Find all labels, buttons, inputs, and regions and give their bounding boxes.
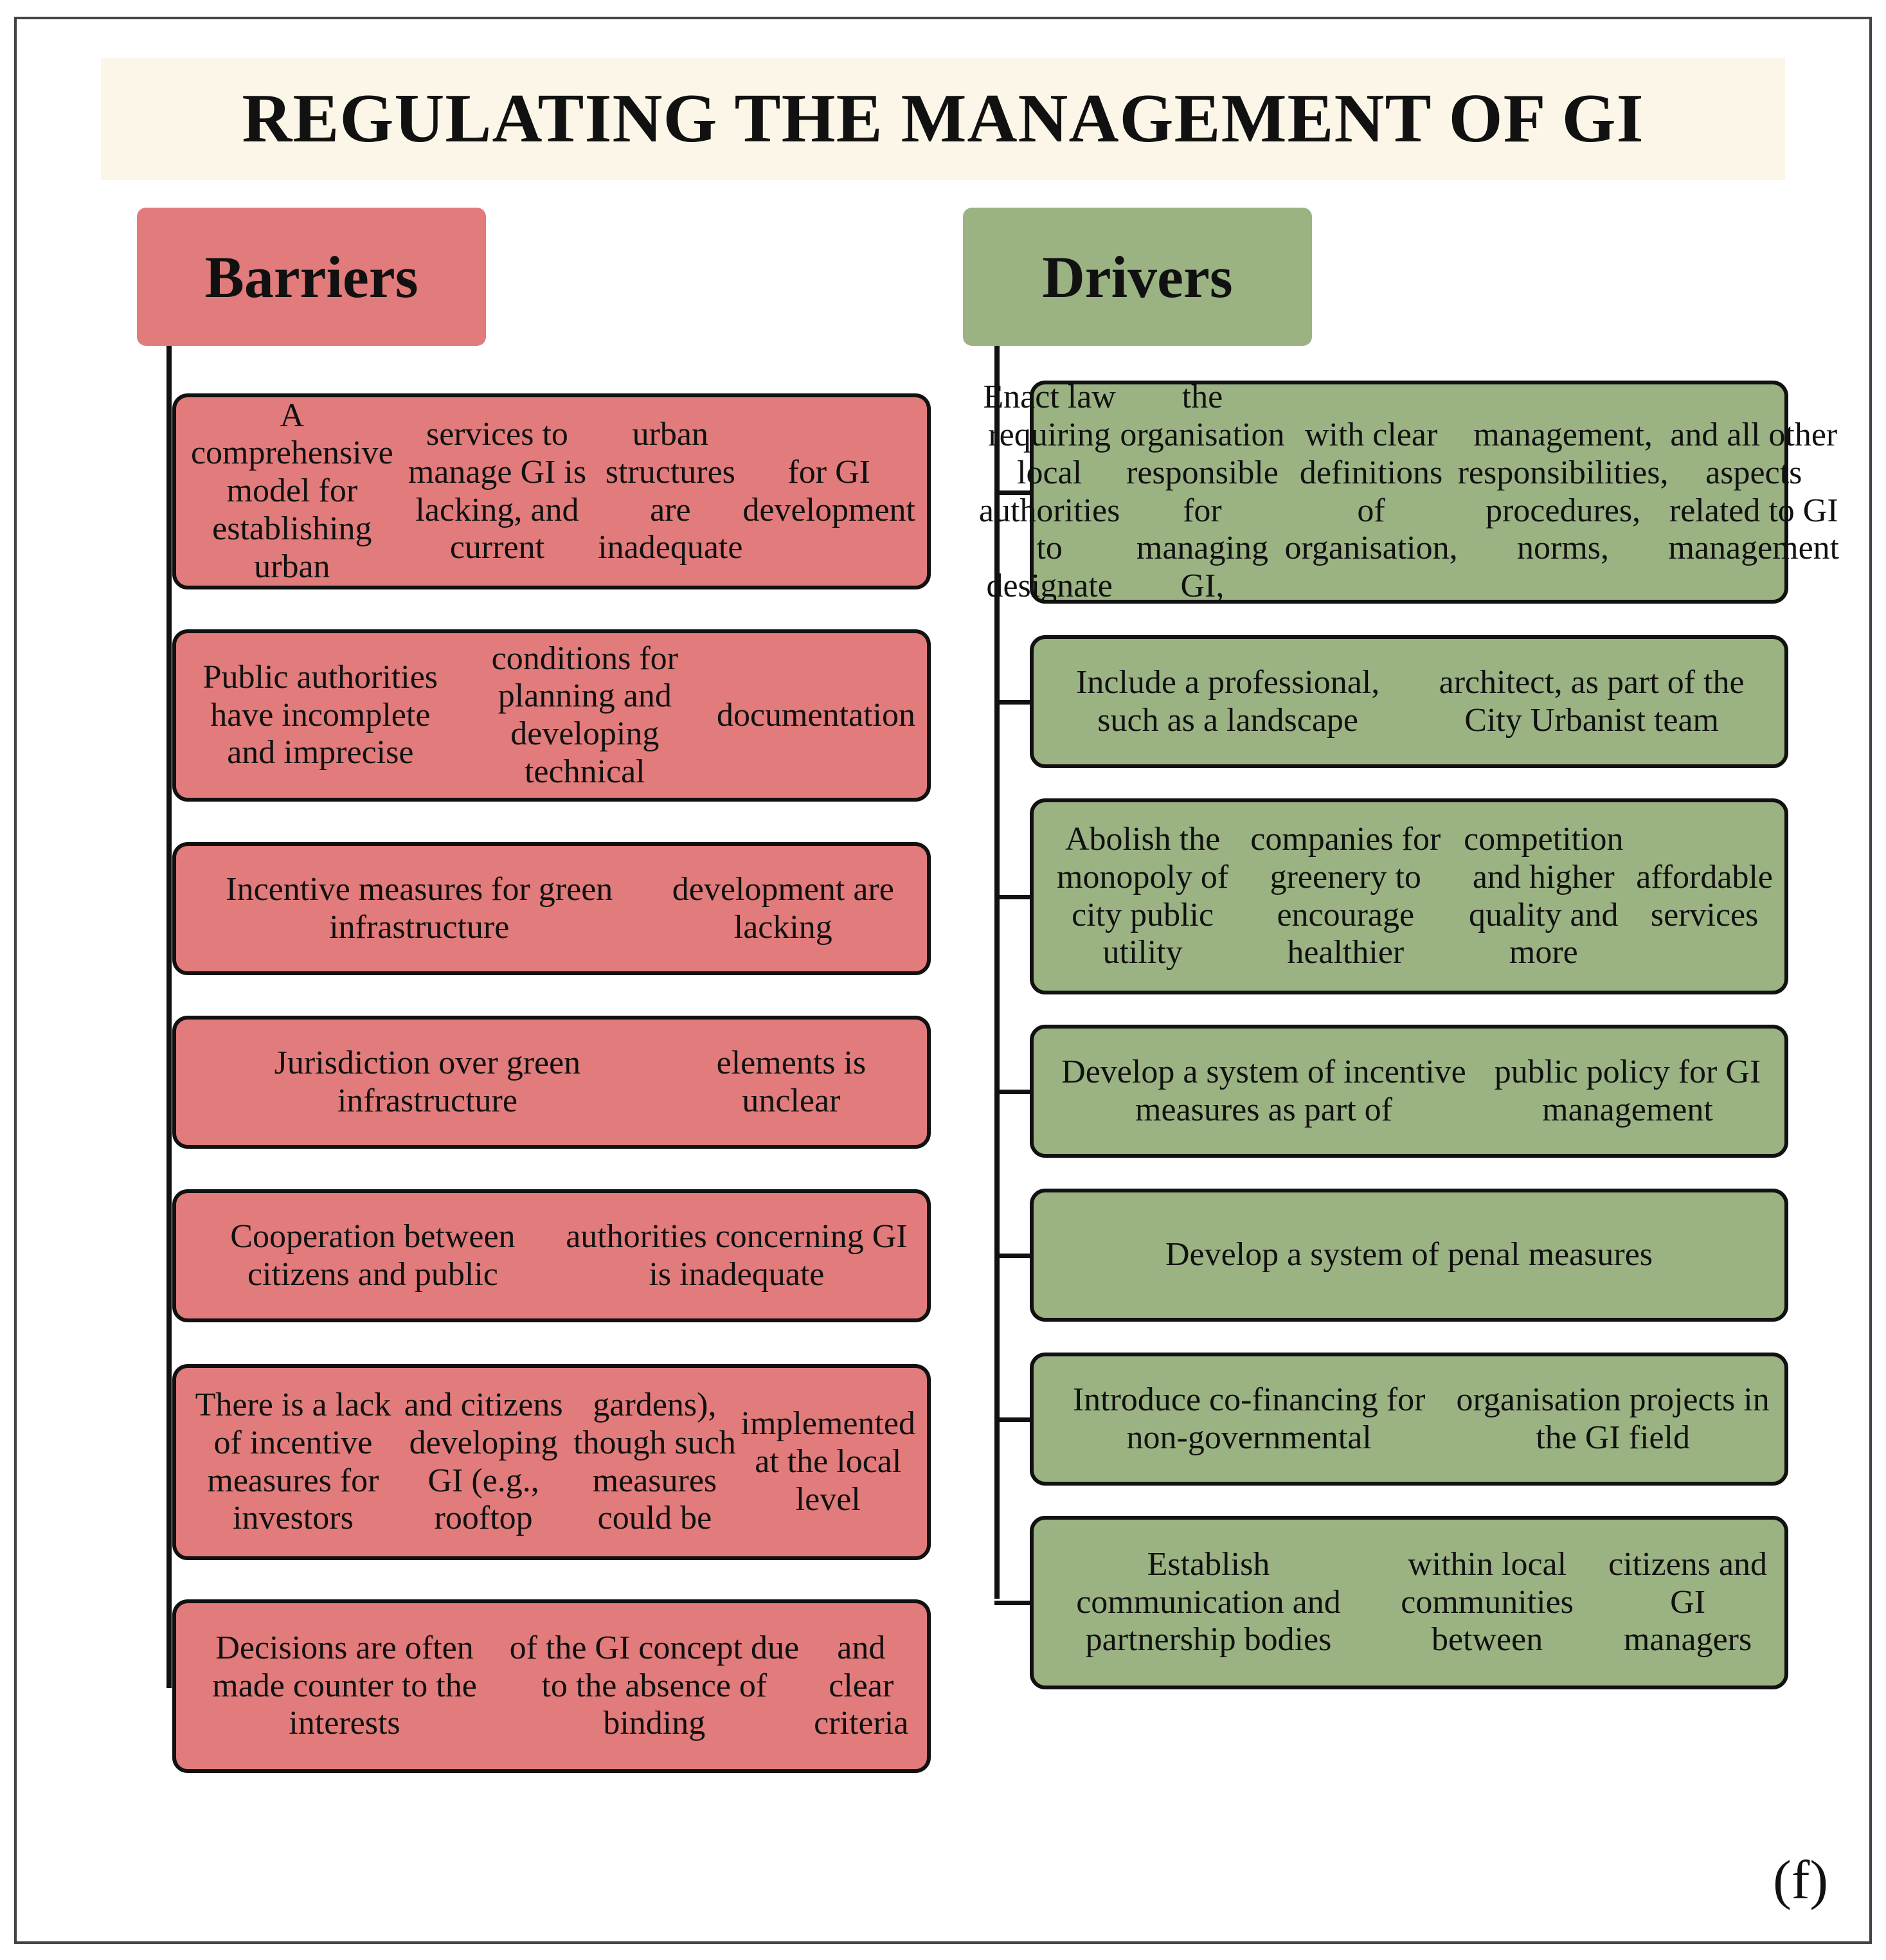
driver-item: Develop a system of incentive measures a… — [1030, 1025, 1788, 1158]
driver-item-line: Establish communication and partnership … — [1076, 1545, 1341, 1659]
driver-item-line: Develop a system of penal measures — [1165, 1236, 1653, 1273]
barrier-item-line: There is a lack of incentive measures fo… — [195, 1387, 391, 1537]
barrier-item-line: implemented at the local level — [741, 1405, 915, 1518]
driver-item: Introduce co-financing for non-governmen… — [1030, 1353, 1788, 1486]
barrier-item-line: authorities concerning GI is inadequate — [566, 1218, 908, 1293]
driver-item-line: within local communities between — [1401, 1545, 1574, 1659]
barrier-item-line: of the GI concept due to the absence of … — [509, 1629, 800, 1742]
driver-item-line: architect, as part of the City Urbanist … — [1439, 663, 1745, 739]
title-banner: REGULATING THE MANAGEMENT OF GI — [101, 58, 1785, 180]
barrier-item: A comprehensive model for establishing u… — [172, 393, 931, 589]
driver-item-line: affordable services — [1636, 858, 1773, 933]
driver-item-line: Introduce co-financing for non-governmen… — [1072, 1381, 1426, 1456]
diagram-title: REGULATING THE MANAGEMENT OF GI — [242, 80, 1644, 157]
driver-item: Establish communication and partnership … — [1030, 1516, 1788, 1689]
barrier-item: There is a lack of incentive measures fo… — [172, 1364, 931, 1560]
driver-item-line: public policy for GI management — [1494, 1053, 1761, 1128]
driver-connector-tick — [994, 1090, 1032, 1094]
driver-item-line: Enact law requiring local authorities to… — [978, 379, 1120, 604]
barrier-item-line: Decisions are often made counter to the … — [212, 1629, 477, 1742]
figure-frame — [14, 17, 1872, 1944]
barrier-item-line: documentation — [716, 696, 915, 733]
barrier-item-line: A comprehensive model for establishing u… — [190, 397, 393, 585]
barrier-item-line: development are lacking — [672, 870, 894, 946]
barrier-item-line: for GI development — [742, 453, 916, 528]
driver-item-line: companies for greenery to encourage heal… — [1250, 821, 1441, 971]
driver-item-line: and all other aspects related to GI mana… — [1668, 417, 1840, 567]
driver-connector-tick — [994, 1417, 1032, 1422]
driver-item-line: the organisation responsible for managin… — [1120, 379, 1285, 604]
driver-item: Include a professional, such as a landsc… — [1030, 635, 1788, 768]
driver-item-line: Abolish the monopoly of city public util… — [1057, 821, 1229, 971]
barrier-item: Public authorities have incomplete and i… — [172, 629, 931, 802]
barrier-item: Decisions are often made counter to the … — [172, 1599, 931, 1773]
barrier-item-line: Public authorities have incomplete and i… — [202, 658, 438, 771]
driver-connector-tick — [994, 490, 1032, 495]
driver-item-line: competition and higher quality and more — [1464, 821, 1624, 971]
driver-item-line: management, responsibilities, procedures… — [1457, 417, 1669, 567]
driver-item-line: Include a professional, such as a landsc… — [1076, 663, 1380, 739]
drivers-connector-line — [994, 346, 1000, 1599]
driver-item: Abolish the monopoly of city public util… — [1030, 798, 1788, 994]
barrier-item-line: conditions for planning and developing t… — [491, 640, 678, 790]
barrier-item: Jurisdiction over green infrastructure el… — [172, 1016, 931, 1149]
driver-item-line: Develop a system of incentive measures a… — [1061, 1053, 1466, 1128]
barrier-item-line: Cooperation between citizens and public — [230, 1218, 516, 1293]
barrier-item-line: urban structures are inadequate — [598, 416, 743, 566]
driver-item-line: organisation projects in the GI field — [1456, 1381, 1770, 1456]
driver-connector-tick — [994, 1601, 1032, 1605]
barrier-item-line: and clear criteria — [814, 1629, 909, 1742]
barrier-item-line: Incentive measures for green infrastruct… — [226, 870, 613, 946]
barriers-connector-line — [166, 346, 172, 1688]
barrier-item-line: services to manage GI is lacking, and cu… — [408, 416, 587, 566]
panel-label: (f) — [1773, 1849, 1828, 1911]
driver-connector-tick — [994, 700, 1032, 705]
barrier-item: Cooperation between citizens and public a… — [172, 1189, 931, 1322]
barrier-item-line: elements is unclear — [716, 1044, 867, 1119]
barrier-item: Incentive measures for green infrastruct… — [172, 842, 931, 975]
driver-item: Develop a system of penal measures — [1030, 1189, 1788, 1322]
driver-item-line: citizens and GI managers — [1608, 1545, 1768, 1659]
barriers-header: Barriers — [137, 208, 486, 346]
driver-item: Enact law requiring local authorities to… — [979, 379, 1839, 604]
driver-connector-tick — [994, 1254, 1032, 1258]
driver-connector-tick — [994, 895, 1032, 899]
barrier-item-line: and citizens developing GI (e.g., roofto… — [404, 1387, 563, 1537]
driver-item-line: with clear definitions of organisation, — [1284, 417, 1458, 567]
barrier-item-line: gardens), though such measures could be — [573, 1387, 736, 1537]
barrier-item-line: Jurisdiction over green infrastructure — [274, 1044, 581, 1119]
drivers-header: Drivers — [963, 208, 1312, 346]
